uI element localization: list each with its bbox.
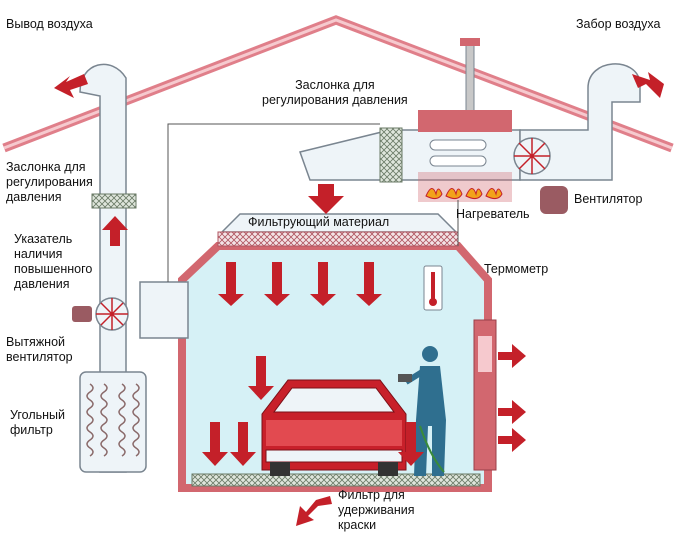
- thermometer-icon: [423, 265, 443, 311]
- car-icon: [261, 379, 407, 476]
- supply-duct: [299, 38, 641, 202]
- airflow-arrows: [102, 184, 526, 526]
- heater-flame-icon: [425, 188, 503, 200]
- arrow-intake-icon: [632, 72, 664, 98]
- label-pressure-indicator: Указатель наличия повышенного давления: [14, 232, 93, 291]
- label-damper-top: Заслонка для регулирования давления: [262, 78, 408, 107]
- label-air-intake: Забор воздуха: [576, 17, 661, 31]
- label-paint-filter: Фильтр для удерживания краски: [338, 488, 415, 532]
- label-damper-left: Заслонка для регулирования давления: [6, 160, 93, 204]
- painter-icon: [398, 346, 446, 476]
- label-carbon-filter: Угольный фильтр: [10, 408, 66, 437]
- door-icon: [473, 319, 497, 471]
- exhaust-duct: [79, 63, 189, 473]
- label-filter-material: Фильтрующий материал: [248, 215, 390, 229]
- label-fan: Вентилятор: [574, 192, 643, 206]
- label-heater: Нагреватель: [456, 207, 530, 221]
- label-air-outlet: Вывод воздуха: [6, 17, 93, 31]
- arrow-outlet-icon: [54, 74, 88, 98]
- label-thermometer: Термометр: [484, 262, 549, 276]
- carbon-filter-coils: [86, 383, 140, 457]
- fan-icon: [513, 137, 568, 214]
- label-exhaust-fan: Вытяжной вентилятор: [6, 335, 73, 364]
- fan-icon: [72, 297, 129, 331]
- control-lines: [167, 123, 459, 282]
